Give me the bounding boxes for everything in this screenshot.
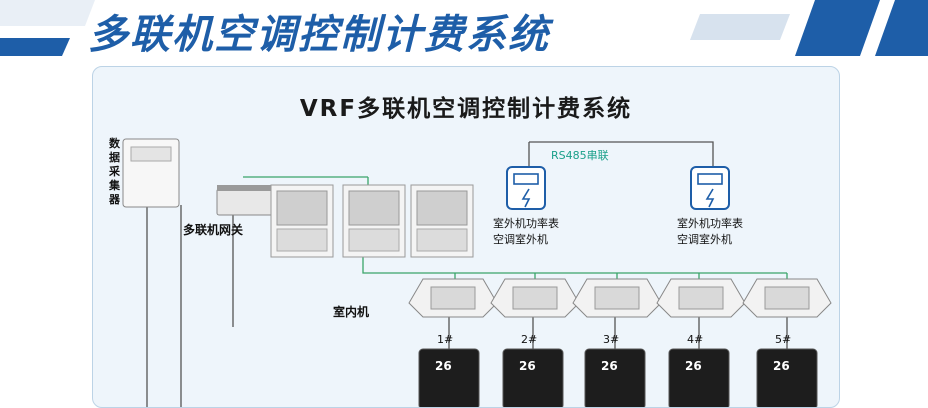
indoor-unit-1	[408, 278, 498, 318]
header-banner: 多联机空调控制计费系统	[0, 0, 928, 58]
gateway-module	[216, 188, 274, 216]
diagram-drawing	[122, 138, 832, 407]
meter2-line2: 空调室外机	[677, 233, 732, 246]
unit-label-4: 4#	[687, 333, 704, 346]
thermostat-3	[584, 348, 646, 407]
unit-label-5: 5#	[775, 333, 792, 346]
indoor-drops	[454, 273, 788, 279]
banner-title: 多联机空调控制计费系统	[88, 12, 550, 58]
thermostat-5	[756, 348, 818, 407]
banner-left-stripe	[0, 38, 70, 56]
rs485-bus-wire	[528, 141, 714, 167]
power-meter-2-icon	[690, 166, 730, 210]
unit-label-1: 1#	[437, 333, 454, 346]
indoor-unit-4	[656, 278, 746, 318]
panel-title: VRF多联机空调控制计费系统	[299, 96, 633, 122]
indoor-bus-wire	[362, 255, 787, 274]
banner-shapes	[0, 0, 928, 56]
thermostat-wires	[448, 317, 788, 349]
gateway-label: 多联机网关	[183, 223, 244, 237]
thermostat-5-reading: 26	[773, 359, 790, 373]
indoor-unit-3	[572, 278, 662, 318]
unit-label-2: 2#	[521, 333, 538, 346]
indoor-unit-2	[490, 278, 580, 318]
thermostat-4	[668, 348, 730, 407]
thermostat-4-reading: 26	[685, 359, 702, 373]
thermostat-3-reading: 26	[601, 359, 618, 373]
outdoor-unit-2	[342, 184, 406, 258]
indoor-unit-5	[742, 278, 832, 318]
unit-label-3: 3#	[603, 333, 620, 346]
banner-right-shade	[690, 14, 790, 40]
indoor-label: 室内机	[333, 305, 370, 319]
meter2-line1: 室外机功率表	[677, 217, 743, 230]
thermostat-2	[502, 348, 564, 407]
rs485-label: RS485串联	[551, 149, 609, 162]
banner-left-shade	[0, 0, 95, 26]
power-meter-1-icon	[506, 166, 546, 210]
banner-right-stripe-1	[795, 0, 880, 56]
collector-wire	[146, 197, 234, 407]
meter1-line2: 空调室外机	[493, 233, 548, 246]
banner-right-stripe-2	[875, 0, 928, 56]
outdoor-unit-1	[270, 184, 334, 258]
thermostat-1-reading: 26	[435, 359, 452, 373]
thermostat-2-reading: 26	[519, 359, 536, 373]
outdoor-unit-3	[410, 184, 474, 258]
meter1-line1: 室外机功率表	[493, 217, 559, 230]
thermostat-1	[418, 348, 480, 407]
gateway-module-rail	[217, 185, 273, 191]
data-collector-plate	[130, 146, 172, 162]
collector-label: 数据采集器	[109, 137, 120, 206]
diagram-panel: VRF多联机空调控制计费系统	[92, 66, 840, 408]
